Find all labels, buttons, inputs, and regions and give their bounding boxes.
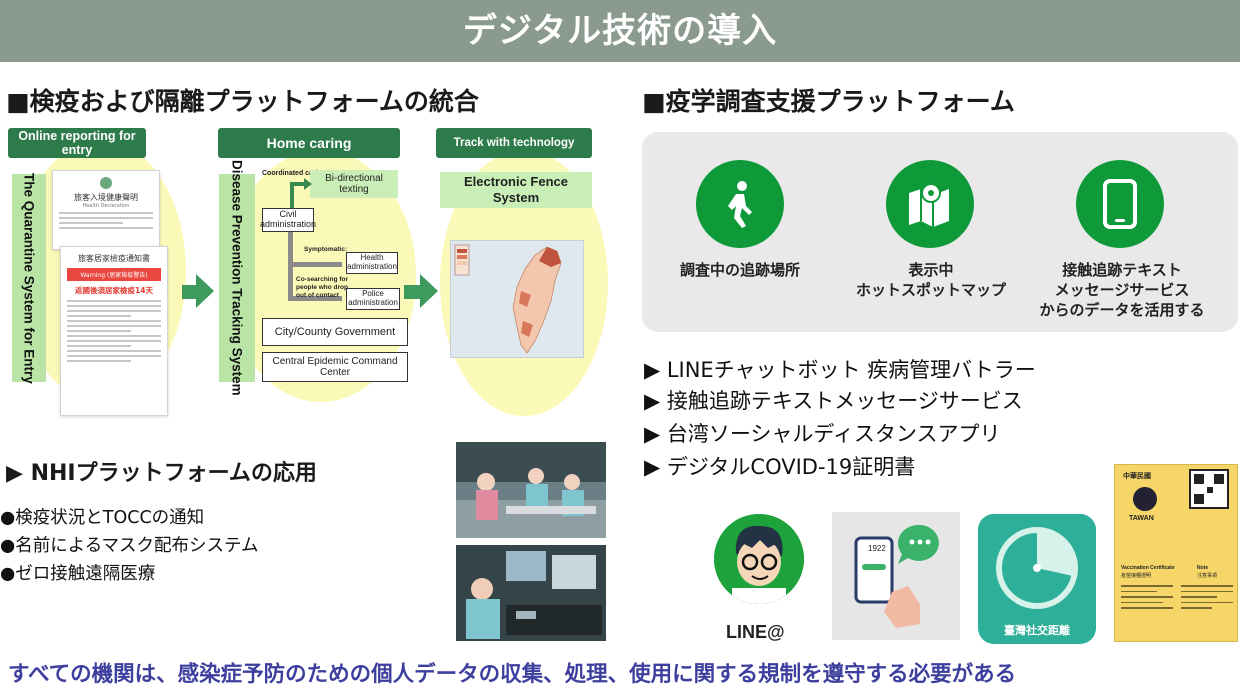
list-item-contact-tracing: ▶ 接触追跡テキストメッセージサービス [644, 389, 1023, 413]
list-item-social-distance-app: ▶ 台湾ソーシャルディスタンスアプリ [644, 422, 1001, 446]
compliance-footer: すべての機関は、感染症予防のための個人データの収集、処理、使用に関する規制を遵守… [8, 662, 1017, 687]
page-title: デジタル技術の導入 [0, 0, 1240, 62]
nhi-bullet-2: ●名前によるマスク配布システム [0, 536, 259, 556]
line-at-label: LINE@ [726, 622, 785, 642]
pill-online-reporting: Online reporting for entry [8, 128, 146, 158]
flow-arrow-2 [404, 285, 422, 299]
connector-arrowhead [304, 178, 312, 190]
co-searching-label: Co-searching for people who drop out of … [296, 276, 349, 299]
nhi-bullet-3: ●ゼロ接触遠隔医療 [0, 564, 156, 584]
photo-telemedicine [456, 545, 606, 641]
nhi-bullet-1: ●検疫状況とTOCCの通知 [0, 508, 205, 528]
section-heading-quarantine: ■検疫および隔離プラットフォームの統合 [6, 87, 479, 116]
list-item-digital-certificate: ▶ デジタルCOVID-19証明書 [644, 455, 916, 479]
health-declaration-document: 旅客入境健康聲明 Health Declaration [52, 170, 160, 250]
nhi-platform-heading: ▶ NHIプラットフォームの応用 [6, 461, 317, 486]
police-administration-box: Police administration [346, 288, 400, 310]
line-mascot-avatar [714, 514, 804, 604]
taiwan-map-graphic [451, 241, 583, 357]
vaccination-certificate-image: 中華民國 TAWAN Vaccination Certificate 疫苗接種證… [1114, 464, 1238, 642]
smartphone-icon [1076, 160, 1164, 248]
connector-up [290, 182, 294, 208]
electronic-fence-system-box: Electronic Fence System [440, 172, 592, 208]
section-heading-epidemiology: ■疫学調査支援プラットフォーム [642, 87, 1015, 116]
civil-administration-box: Civil administration [260, 208, 316, 232]
quarantine-notice-document: 旅客居家檢疫通知書 Warning (居家檢疫警告) 返國後須居家檢疫14天 [60, 246, 168, 416]
flow-arrow-1 [182, 285, 198, 299]
map-pin-icon [886, 160, 974, 248]
walking-person-icon [696, 160, 784, 248]
central-epidemic-command-center-box: Central Epidemic Command Center [262, 352, 408, 382]
bi-directional-texting-box: Bi-directional texting [310, 170, 398, 198]
vertical-label-tracking-system: Disease Prevention Tracking System [219, 160, 255, 396]
pill-home-caring: Home caring [218, 128, 400, 158]
photo-mask-distribution [456, 442, 606, 538]
icon-caption-2: 表示中 ホットスポットマップ [855, 261, 1006, 299]
flow-arrow-2-head [420, 274, 438, 308]
connector-police [288, 296, 342, 301]
pill-track-with-technology: Track with technology [436, 128, 592, 158]
flow-arrow-1-head [196, 274, 214, 308]
social-distance-app-icon: 臺灣社交距離 [978, 514, 1096, 644]
coordinated-caring-label: Coordinated caring [262, 170, 327, 177]
connector-right [290, 182, 306, 186]
symptomatic-label: Symptomatic: [304, 246, 347, 253]
connector-down-2 [288, 250, 293, 300]
icon-caption-1: 調査中の追跡場所 [679, 261, 800, 279]
sms-number: 1922 [868, 544, 886, 553]
sms-service-graphic: 1922 [832, 512, 960, 640]
qr-code-icon [1189, 469, 1229, 509]
vertical-label-quarantine-system: The Quarantine System for Entry [12, 173, 46, 383]
icon-caption-3: 接触追跡テキスト メッセージサービス からのデータを活用する [1039, 261, 1205, 319]
electronic-fence-map [450, 240, 584, 358]
connector-health [288, 262, 342, 267]
list-item-line-chatbot: ▶ LINEチャットボット 疾病管理バトラー [644, 358, 1036, 382]
city-county-government-box: City/County Government [262, 318, 408, 346]
health-administration-box: Health administration [346, 252, 398, 274]
